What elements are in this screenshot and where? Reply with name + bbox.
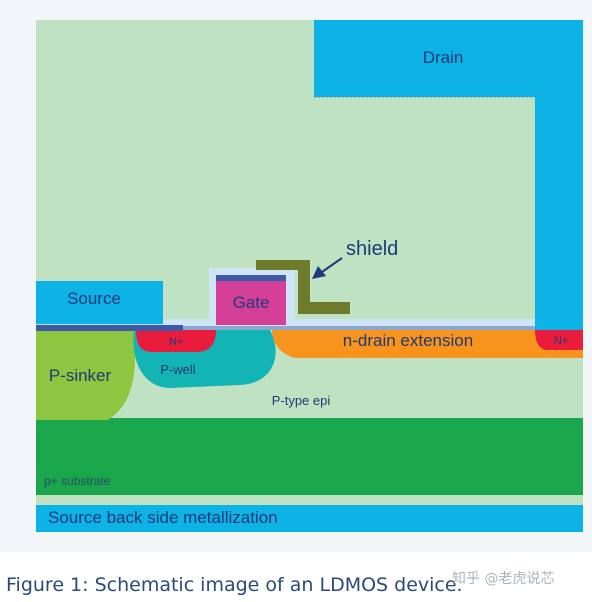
surface-oxide-line bbox=[36, 325, 183, 331]
p-plus-substrate-region bbox=[36, 418, 583, 495]
n-plus-left-label: N+ bbox=[169, 336, 183, 348]
p-well-label: P-well bbox=[160, 362, 196, 377]
source-region bbox=[36, 281, 163, 324]
p-sinker-label: P-sinker bbox=[49, 366, 112, 385]
gate-region bbox=[216, 280, 286, 325]
shield-region bbox=[256, 260, 350, 314]
drain-label: Drain bbox=[423, 48, 464, 67]
figure-caption: Figure 1: Schematic image of an LDMOS de… bbox=[6, 574, 463, 596]
backside-metal-region bbox=[36, 505, 583, 532]
shield-arrow-head bbox=[312, 266, 326, 279]
source-label: Source bbox=[67, 289, 121, 308]
figure-frame: Drain shield Source Gate N+ N+ n-drain e… bbox=[0, 0, 592, 552]
ldmos-diagram: Drain shield Source Gate N+ N+ n-drain e… bbox=[36, 20, 583, 532]
n-drain-extension-label: n-drain extension bbox=[343, 331, 473, 350]
p-type-epi-label: P-type epi bbox=[272, 393, 331, 408]
gate-label: Gate bbox=[233, 293, 270, 312]
drain-vertical-connector bbox=[535, 96, 583, 330]
watermark: 知乎 @老虎说芯 bbox=[452, 571, 555, 587]
n-plus-right-region bbox=[535, 330, 583, 350]
n-drain-extension-region bbox=[272, 330, 583, 358]
shield-label: shield bbox=[346, 238, 398, 260]
surface-dielectric bbox=[163, 319, 535, 327]
p-sinker-region bbox=[36, 330, 136, 420]
surface-oxide-thin bbox=[183, 326, 535, 330]
drain-region bbox=[314, 20, 583, 97]
backside-metal-label: Source back side metallization bbox=[48, 508, 278, 527]
p-plus-substrate-label: p+ substrate bbox=[44, 474, 111, 488]
gate-top-oxide bbox=[216, 275, 286, 281]
n-plus-left-region bbox=[136, 330, 216, 352]
shield-arrow-line bbox=[321, 257, 343, 273]
n-plus-right-label: N+ bbox=[554, 335, 568, 347]
